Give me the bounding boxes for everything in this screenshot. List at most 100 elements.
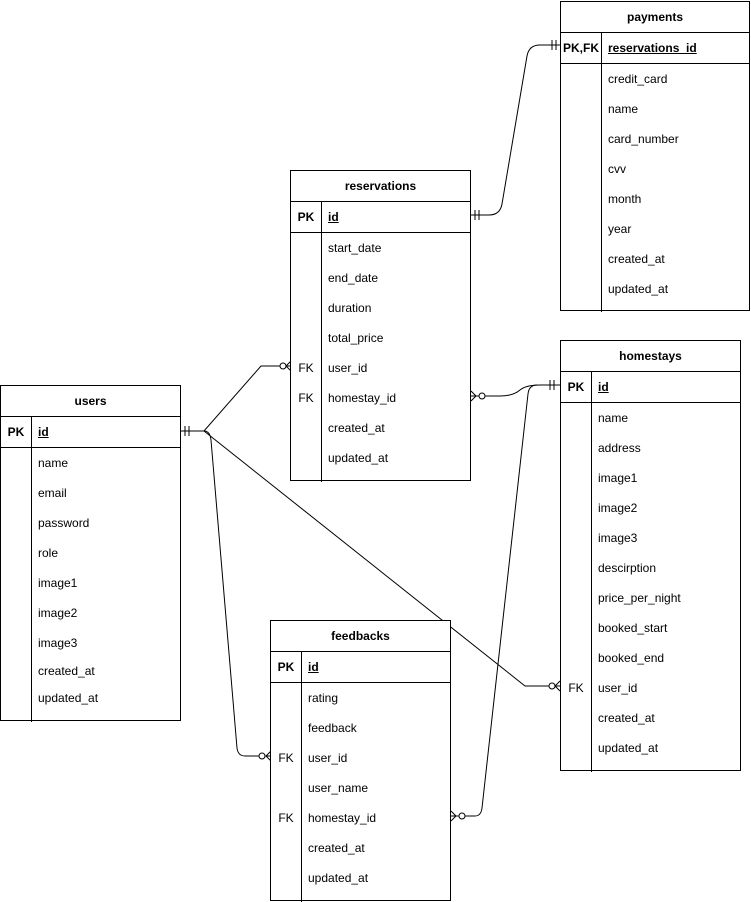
field-row[interactable]: price_per_night bbox=[561, 583, 740, 613]
key-label bbox=[291, 263, 321, 293]
field-name: user_id bbox=[308, 751, 348, 765]
mark-many-homestays-user-a bbox=[554, 680, 561, 687]
entity-title: users bbox=[1, 386, 180, 417]
key-label bbox=[1, 568, 31, 598]
key-label bbox=[561, 523, 591, 553]
field-row[interactable]: address bbox=[561, 433, 740, 463]
field-row[interactable]: month bbox=[561, 184, 749, 214]
mark-zero-reservations-user bbox=[279, 362, 287, 370]
entity-homestays[interactable]: homestays PK id name address image1 imag… bbox=[560, 340, 741, 772]
field-name: name bbox=[38, 456, 69, 470]
field-name: name bbox=[598, 411, 629, 425]
field-row[interactable]: rating bbox=[271, 683, 450, 713]
field-row[interactable]: card_number bbox=[561, 124, 749, 154]
field-row[interactable]: updated_at bbox=[271, 863, 450, 893]
field-row[interactable]: created_at bbox=[1, 658, 180, 685]
key-label bbox=[291, 413, 321, 443]
pk-row[interactable]: PK id bbox=[1, 417, 180, 448]
field-name: price_per_night bbox=[598, 591, 681, 605]
field-row[interactable]: name bbox=[561, 94, 749, 124]
field-name: updated_at bbox=[608, 282, 669, 296]
entity-title: reservations bbox=[291, 171, 470, 202]
pk-row[interactable]: PK,FK reservations_id bbox=[561, 33, 749, 64]
field-row[interactable]: email bbox=[1, 478, 180, 508]
mark-zero-feedbacks-user bbox=[258, 752, 266, 760]
key-label bbox=[271, 683, 301, 713]
rel-users-feedbacks bbox=[203, 430, 271, 757]
field-list: credit_card name card_number cvv month y… bbox=[561, 64, 749, 312]
mark-zero-homestays-user bbox=[548, 682, 556, 690]
field-name: booked_start bbox=[598, 621, 668, 635]
field-row[interactable]: created_at bbox=[561, 703, 740, 733]
field-row[interactable]: image2 bbox=[561, 493, 740, 523]
pk-label: PK bbox=[567, 380, 585, 394]
field-row[interactable]: credit_card bbox=[561, 64, 749, 94]
field-row[interactable]: image3 bbox=[1, 628, 180, 658]
pk-row[interactable]: PK id bbox=[271, 652, 450, 683]
mark-zero-reservations-homestay bbox=[478, 392, 486, 400]
field-name: updated_at bbox=[308, 871, 369, 885]
field-name: role bbox=[38, 546, 59, 560]
key-label bbox=[561, 553, 591, 583]
field-row[interactable]: updated_at bbox=[1, 685, 180, 712]
field-row[interactable]: updated_at bbox=[561, 274, 749, 304]
field-row[interactable]: booked_start bbox=[561, 613, 740, 643]
key-label bbox=[561, 643, 591, 673]
field-row[interactable]: created_at bbox=[271, 833, 450, 863]
key-label bbox=[561, 124, 601, 154]
field-name: name bbox=[608, 102, 639, 116]
field-row[interactable]: created_at bbox=[291, 413, 470, 443]
field-row[interactable]: total_price bbox=[291, 323, 470, 353]
field-row[interactable]: booked_end bbox=[561, 643, 740, 673]
field-name: year bbox=[608, 222, 632, 236]
entity-users[interactable]: users PK id name email password role ima… bbox=[0, 385, 181, 722]
field-row[interactable]: image1 bbox=[1, 568, 180, 598]
field-row[interactable]: updated_at bbox=[291, 443, 470, 473]
field-name: image3 bbox=[38, 636, 78, 650]
key-label bbox=[1, 478, 31, 508]
field-name: image3 bbox=[598, 531, 638, 545]
field-row[interactable]: image3 bbox=[561, 523, 740, 553]
pk-field: reservations_id bbox=[608, 41, 697, 55]
key-label bbox=[561, 214, 601, 244]
field-row[interactable]: descirption bbox=[561, 553, 740, 583]
field-row[interactable]: updated_at bbox=[561, 733, 740, 763]
field-name: image2 bbox=[598, 501, 638, 515]
field-name: updated_at bbox=[328, 451, 389, 465]
field-row[interactable]: created_at bbox=[561, 244, 749, 274]
key-label bbox=[1, 628, 31, 658]
pk-row[interactable]: PK id bbox=[561, 372, 740, 403]
field-row[interactable]: name bbox=[1, 448, 180, 478]
field-row[interactable]: user_name bbox=[271, 773, 450, 803]
field-name: booked_end bbox=[598, 651, 665, 665]
field-name: total_price bbox=[328, 331, 384, 345]
entity-payments[interactable]: payments PK,FK reservations_id credit_ca… bbox=[560, 1, 750, 312]
field-row[interactable]: duration bbox=[291, 293, 470, 323]
field-row[interactable]: image1 bbox=[561, 463, 740, 493]
pk-row[interactable]: PK id bbox=[291, 202, 470, 233]
field-row[interactable]: feedback bbox=[271, 713, 450, 743]
mark-many-reservations-homestay-b bbox=[470, 395, 477, 402]
key-label bbox=[561, 403, 591, 433]
field-row[interactable]: role bbox=[1, 538, 180, 568]
field-row[interactable]: year bbox=[561, 214, 749, 244]
rel-homestays-feedbacks bbox=[451, 384, 538, 817]
field-row[interactable]: password bbox=[1, 508, 180, 538]
field-row[interactable]: cvv bbox=[561, 154, 749, 184]
field-row[interactable]: image2 bbox=[1, 598, 180, 628]
entity-reservations[interactable]: reservations PK id start_date end_date d… bbox=[290, 170, 471, 482]
field-row[interactable]: end_date bbox=[291, 263, 470, 293]
field-row[interactable]: name bbox=[561, 403, 740, 433]
field-name: homestay_id bbox=[328, 391, 397, 405]
field-row[interactable]: start_date bbox=[291, 233, 470, 263]
field-name: feedback bbox=[308, 721, 357, 735]
rel-reservations-payments bbox=[471, 44, 560, 216]
